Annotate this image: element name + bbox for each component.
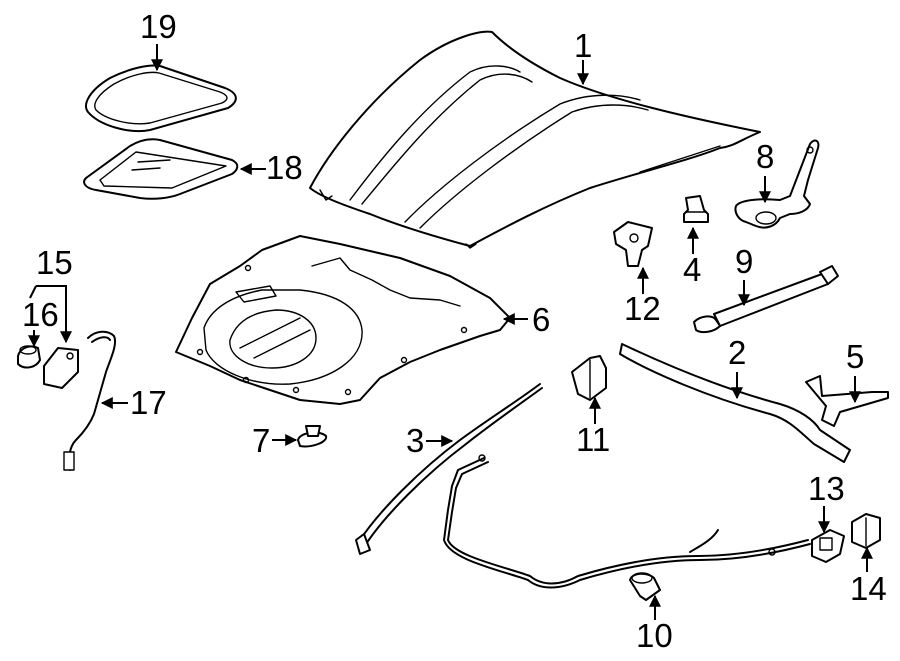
callout-3: 3 (406, 422, 424, 459)
part-14-bumper-block (851, 513, 881, 549)
part-18-scoop-panel (83, 138, 239, 200)
callout-17: 17 (130, 384, 167, 421)
callout-15: 15 (36, 244, 73, 281)
callout-16: 16 (22, 296, 59, 333)
callout-4: 4 (683, 251, 701, 288)
part-8-hinge (734, 139, 820, 229)
part-7-push-pin (297, 425, 328, 448)
callout-14: 14 (850, 570, 887, 607)
callout-1: 1 (574, 27, 592, 64)
callout-11: 11 (576, 421, 610, 458)
part-15-clip (43, 347, 79, 389)
callout-2: 2 (728, 334, 746, 371)
part-12-bracket (613, 221, 653, 267)
callout-13: 13 (808, 470, 845, 507)
callout-9: 9 (735, 243, 753, 280)
leader-15 (36, 285, 72, 344)
callout-12: 12 (624, 290, 661, 327)
part-19-insulator-pad (85, 64, 237, 132)
callout-5: 5 (846, 338, 864, 375)
callout-8: 8 (756, 138, 774, 175)
part-13-latch (811, 529, 845, 563)
part-4-bumper (683, 195, 709, 223)
part-11-clip (571, 355, 607, 401)
part-5-latch-bracket (805, 375, 889, 427)
callout-7: 7 (252, 422, 270, 459)
callout-18: 18 (266, 149, 303, 186)
part-17-release-handle-rod (63, 330, 116, 471)
part-1-hood (309, 30, 761, 249)
part-2-front-seal (619, 343, 851, 463)
part-3-seal (355, 383, 543, 555)
release-cable (443, 454, 811, 589)
callout-19: 19 (140, 8, 177, 45)
callout-10: 10 (636, 617, 673, 654)
part-10-push-pin (629, 572, 661, 601)
callout-6: 6 (532, 301, 550, 338)
part-9-strut (693, 265, 839, 334)
part-16-grommet (17, 345, 41, 369)
part-6-hood-insulator (175, 235, 511, 405)
